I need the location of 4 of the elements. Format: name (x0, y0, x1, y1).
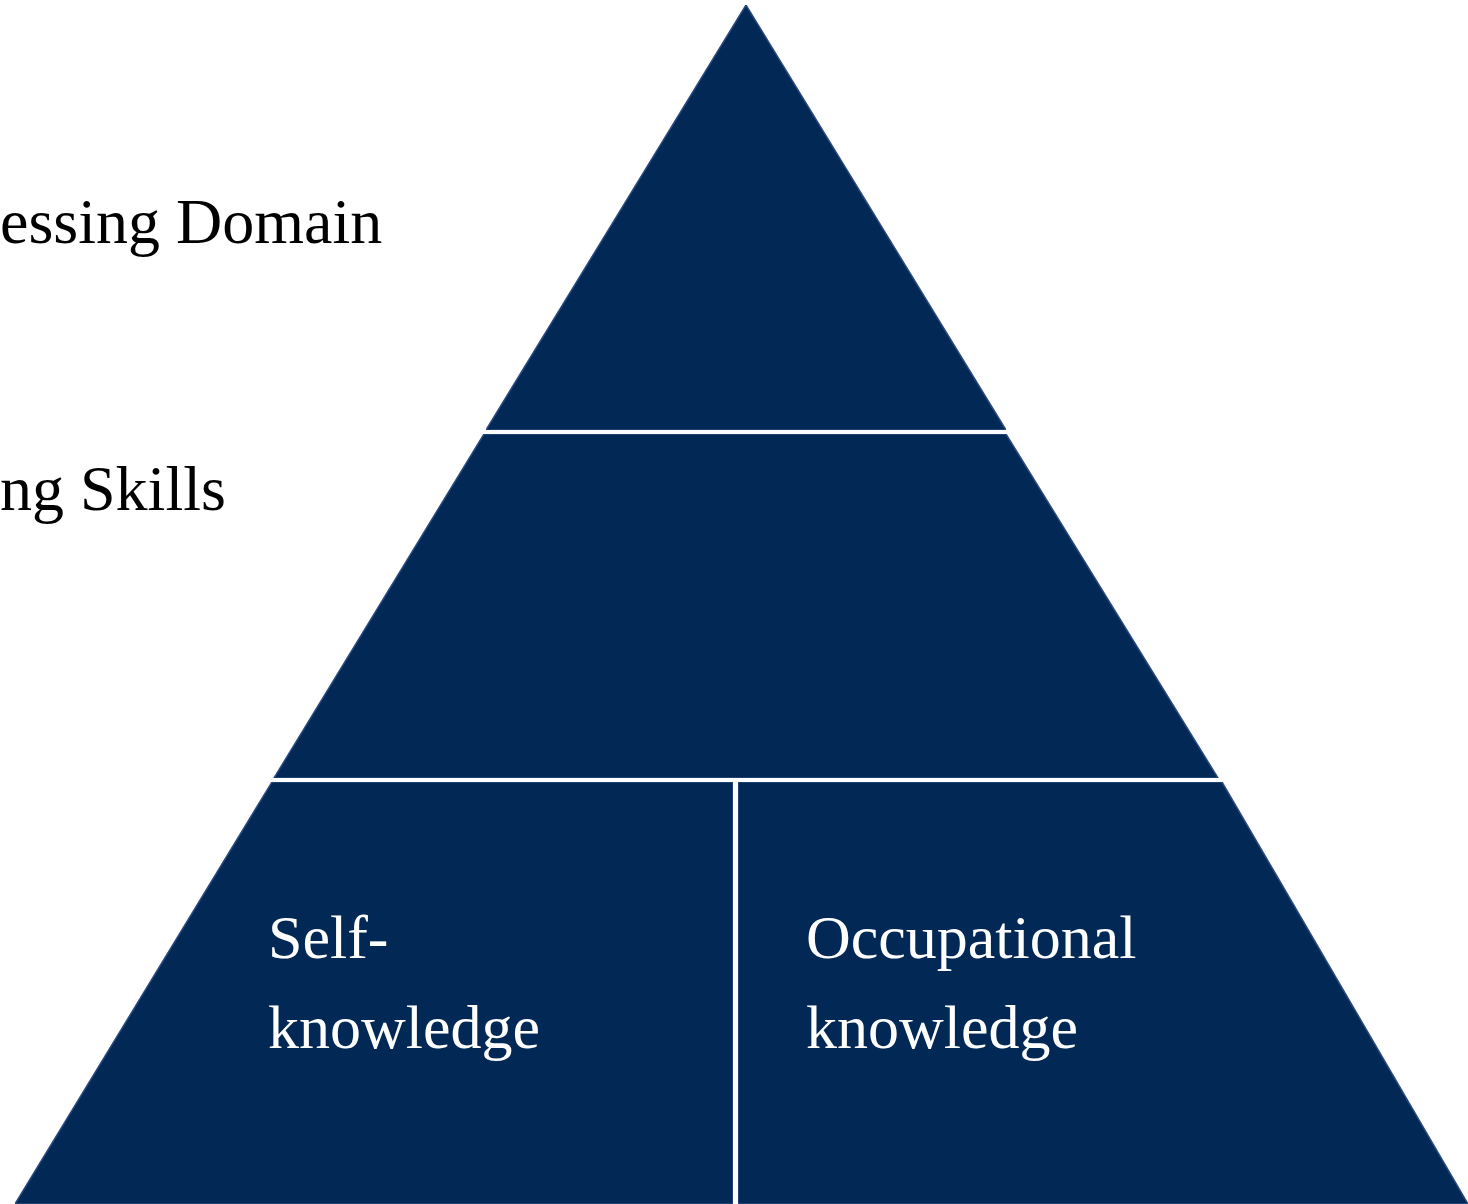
level-label: essing Domain (0, 185, 383, 259)
section-label: Occupational knowledge (806, 902, 1138, 1063)
level-label: ng Skills (0, 452, 226, 526)
section-label: Self-knowledge (268, 902, 542, 1063)
